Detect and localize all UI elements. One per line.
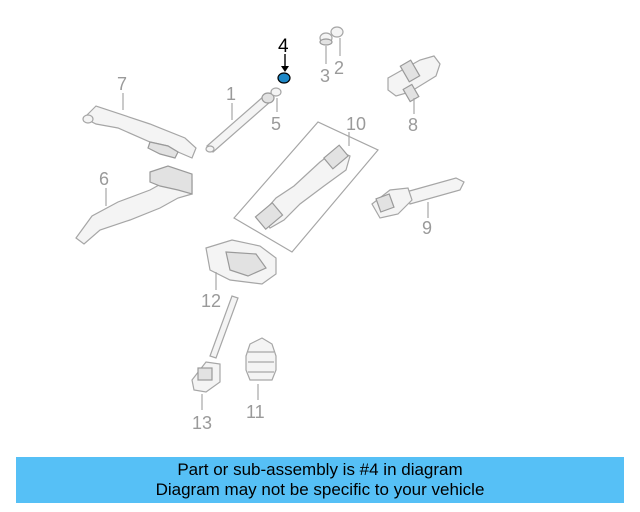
info-banner: Part or sub-assembly is #4 in diagram Di… <box>16 457 624 503</box>
part-4-shape <box>277 72 291 84</box>
part-6-bracket: 6 <box>75 165 193 245</box>
callout-12: 12 <box>201 291 221 311</box>
callout-1: 1 <box>226 84 236 104</box>
callout-13: 13 <box>192 413 212 433</box>
callout-7: 7 <box>117 74 127 94</box>
callout-4: 4 <box>278 36 289 57</box>
callout-11: 11 <box>246 402 265 422</box>
part-1-shaft: 1 <box>205 84 275 153</box>
part-9-shaft: 9 <box>371 177 465 238</box>
banner-line-1: Part or sub-assembly is #4 in diagram <box>177 460 463 479</box>
part-2-cap: 2 <box>330 26 344 78</box>
part-3-cap: 3 <box>319 32 333 86</box>
callout-9: 9 <box>422 218 432 238</box>
callout-3: 3 <box>320 66 330 86</box>
callout-2: 2 <box>334 58 344 78</box>
part-7-bracket: 7 <box>82 74 197 159</box>
part-4-highlighted: 4 <box>277 36 291 84</box>
part-11-boot: 11 <box>245 337 277 422</box>
part-13-lower-shaft: 13 <box>191 295 239 433</box>
callout-10: 10 <box>346 114 366 134</box>
callout-5: 5 <box>271 114 281 134</box>
banner-line-2: Diagram may not be specific to your vehi… <box>155 480 485 499</box>
callout-8: 8 <box>408 115 418 135</box>
part-5-washer: 5 <box>270 87 282 134</box>
part-12-seal-plate: 12 <box>201 239 277 311</box>
callout-6: 6 <box>99 169 109 189</box>
part-8-joint: 8 <box>387 55 441 135</box>
parts-diagram: 7 6 1 4 5 3 2 <box>75 26 465 433</box>
part-10-intermediate-shaft: 10 <box>233 114 379 253</box>
